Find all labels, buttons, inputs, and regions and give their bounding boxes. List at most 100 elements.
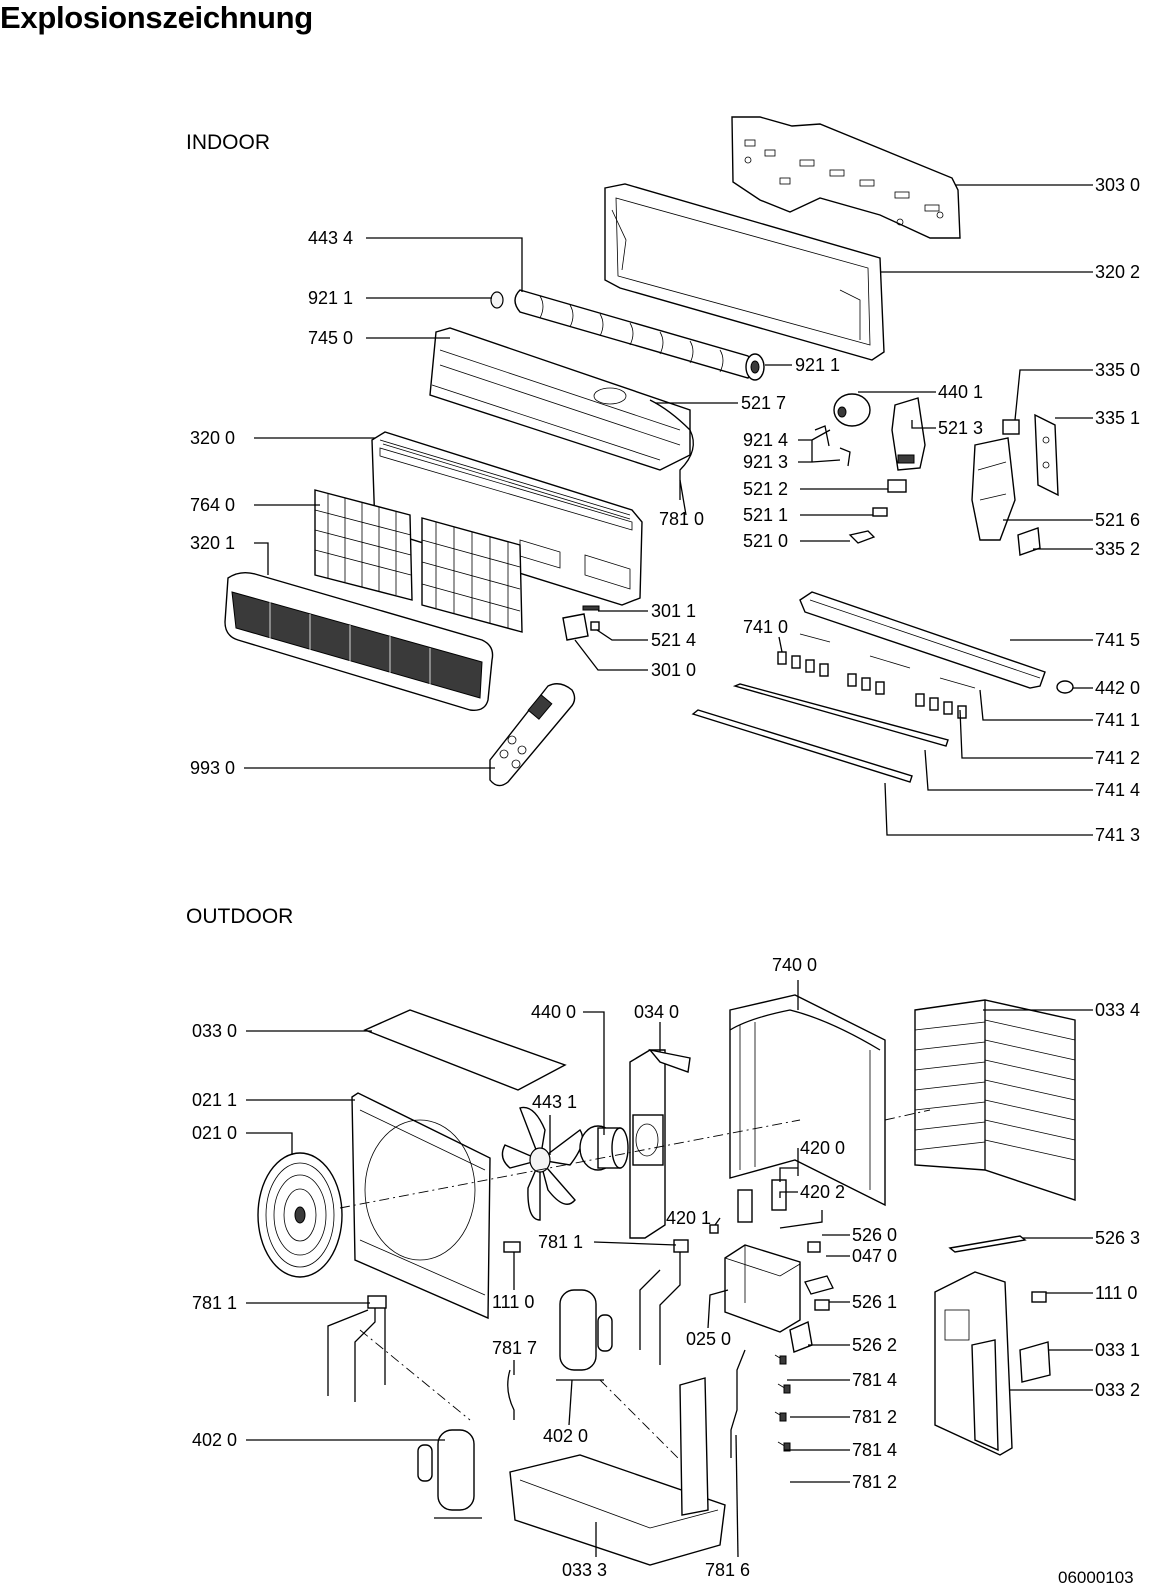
part-base-pan bbox=[509, 1377, 726, 1566]
part-swing-motor bbox=[1056, 680, 1074, 694]
part-remote-control bbox=[489, 683, 576, 787]
document-number: 06000103 bbox=[1058, 1568, 1134, 1587]
label-526-1: 526 1 bbox=[852, 1292, 897, 1312]
part-condenser bbox=[729, 994, 886, 1207]
section-label-indoor: INDOOR bbox=[186, 131, 270, 154]
label-440-1: 440 1 bbox=[938, 382, 983, 402]
part-capacitor bbox=[503, 1241, 521, 1253]
part-louver-frame bbox=[799, 591, 1046, 689]
label-921-4: 921 4 bbox=[743, 430, 788, 450]
leader-lines bbox=[244, 184, 1093, 1558]
part-valves bbox=[709, 1179, 787, 1234]
label-033-4: 033 4 bbox=[1095, 1000, 1140, 1020]
label-521-4: 521 4 bbox=[651, 630, 696, 650]
part-mounting-plate bbox=[731, 116, 961, 239]
label-033-2: 033 2 bbox=[1095, 1380, 1140, 1400]
part-evaporator bbox=[429, 327, 694, 500]
part-compressor-2 bbox=[417, 1429, 482, 1519]
label-526-0: 526 0 bbox=[852, 1225, 897, 1245]
label-440-0: 440 0 bbox=[531, 1002, 576, 1022]
part-air-filters bbox=[314, 489, 523, 633]
part-louver-blades bbox=[777, 633, 976, 719]
label-320-2: 320 2 bbox=[1095, 262, 1140, 282]
part-electrical-bracket bbox=[971, 413, 1059, 556]
label-993-0: 993 0 bbox=[190, 758, 235, 778]
part-number-labels: 303 0 320 2 443 4 921 1 921 1 745 0 521 … bbox=[190, 175, 1140, 1580]
label-921-1-a: 921 1 bbox=[308, 288, 353, 308]
label-420-0: 420 0 bbox=[800, 1138, 845, 1158]
outdoor-parts bbox=[257, 994, 1076, 1566]
indoor-parts bbox=[224, 116, 1074, 787]
label-320-0: 320 0 bbox=[190, 428, 235, 448]
label-745-0: 745 0 bbox=[308, 328, 353, 348]
label-025-0: 025 0 bbox=[686, 1329, 731, 1349]
part-indoor-fan-motor bbox=[814, 393, 871, 467]
label-781-2-b: 781 2 bbox=[852, 1472, 897, 1492]
label-301-0: 301 0 bbox=[651, 660, 696, 680]
label-047-0: 047 0 bbox=[852, 1246, 897, 1266]
label-521-2: 521 2 bbox=[743, 479, 788, 499]
label-335-2: 335 2 bbox=[1095, 539, 1140, 559]
label-781-0: 781 0 bbox=[659, 509, 704, 529]
label-741-1: 741 1 bbox=[1095, 710, 1140, 730]
label-921-1-b: 921 1 bbox=[795, 355, 840, 375]
section-label-outdoor: OUTDOOR bbox=[186, 905, 294, 928]
part-control-box bbox=[891, 397, 926, 471]
label-111-0-a: 111 0 bbox=[492, 1292, 534, 1312]
label-781-1-a: 781 1 bbox=[538, 1232, 583, 1252]
label-402-0-a: 402 0 bbox=[543, 1426, 588, 1446]
part-sensors bbox=[848, 479, 907, 544]
label-741-4: 741 4 bbox=[1095, 780, 1140, 800]
label-781-1-b: 781 1 bbox=[192, 1293, 237, 1313]
label-781-4-a: 781 4 bbox=[852, 1370, 897, 1390]
label-420-1: 420 1 bbox=[666, 1208, 711, 1228]
label-521-7: 521 7 bbox=[741, 393, 786, 413]
page-title: Explosionszeichnung bbox=[0, 0, 313, 35]
label-521-1: 521 1 bbox=[743, 505, 788, 525]
part-side-panel bbox=[934, 1271, 1051, 1456]
label-764-0: 764 0 bbox=[190, 495, 235, 515]
label-034-0: 034 0 bbox=[634, 1002, 679, 1022]
label-781-4-b: 781 4 bbox=[852, 1440, 897, 1460]
part-front-grille bbox=[224, 571, 494, 711]
label-402-0-b: 402 0 bbox=[192, 1430, 237, 1450]
part-piping bbox=[327, 1239, 791, 1458]
label-033-0: 033 0 bbox=[192, 1021, 237, 1041]
label-033-1: 033 1 bbox=[1095, 1340, 1140, 1360]
label-521-6: 521 6 bbox=[1095, 510, 1140, 530]
part-outdoor-fan-motor bbox=[579, 1125, 629, 1171]
part-front-panel bbox=[351, 1092, 491, 1320]
part-rear-guard bbox=[914, 999, 1076, 1201]
part-crossflow-fan bbox=[490, 289, 765, 381]
part-front-frame bbox=[371, 431, 643, 606]
label-521-0: 521 0 bbox=[743, 531, 788, 551]
label-921-3: 921 3 bbox=[743, 452, 788, 472]
label-741-3: 741 3 bbox=[1095, 825, 1140, 845]
part-chassis-back bbox=[604, 183, 885, 361]
label-741-5: 741 5 bbox=[1095, 630, 1140, 650]
label-741-2: 741 2 bbox=[1095, 748, 1140, 768]
part-motor-bracket bbox=[629, 1048, 691, 1239]
label-526-3: 526 3 bbox=[1095, 1228, 1140, 1248]
label-335-0: 335 0 bbox=[1095, 360, 1140, 380]
label-021-0: 021 0 bbox=[192, 1123, 237, 1143]
label-033-3: 033 3 bbox=[562, 1560, 607, 1580]
label-741-0: 741 0 bbox=[743, 617, 788, 637]
label-021-1: 021 1 bbox=[192, 1090, 237, 1110]
label-443-4: 443 4 bbox=[308, 228, 353, 248]
part-electrical-box bbox=[724, 1241, 834, 1353]
label-521-3: 521 3 bbox=[938, 418, 983, 438]
label-740-0: 740 0 bbox=[772, 955, 817, 975]
label-303-0: 303 0 bbox=[1095, 175, 1140, 195]
label-781-7: 781 7 bbox=[492, 1338, 537, 1358]
part-top-cover bbox=[363, 1009, 567, 1091]
label-526-2: 526 2 bbox=[852, 1335, 897, 1355]
label-420-2: 420 2 bbox=[800, 1182, 845, 1202]
label-781-6: 781 6 bbox=[705, 1560, 750, 1580]
part-fan-guard bbox=[257, 1152, 343, 1278]
label-781-2-a: 781 2 bbox=[852, 1407, 897, 1427]
label-335-1: 335 1 bbox=[1095, 408, 1140, 428]
label-111-0-b: 111 0 bbox=[1095, 1283, 1137, 1303]
part-compressor-1 bbox=[556, 1289, 613, 1381]
